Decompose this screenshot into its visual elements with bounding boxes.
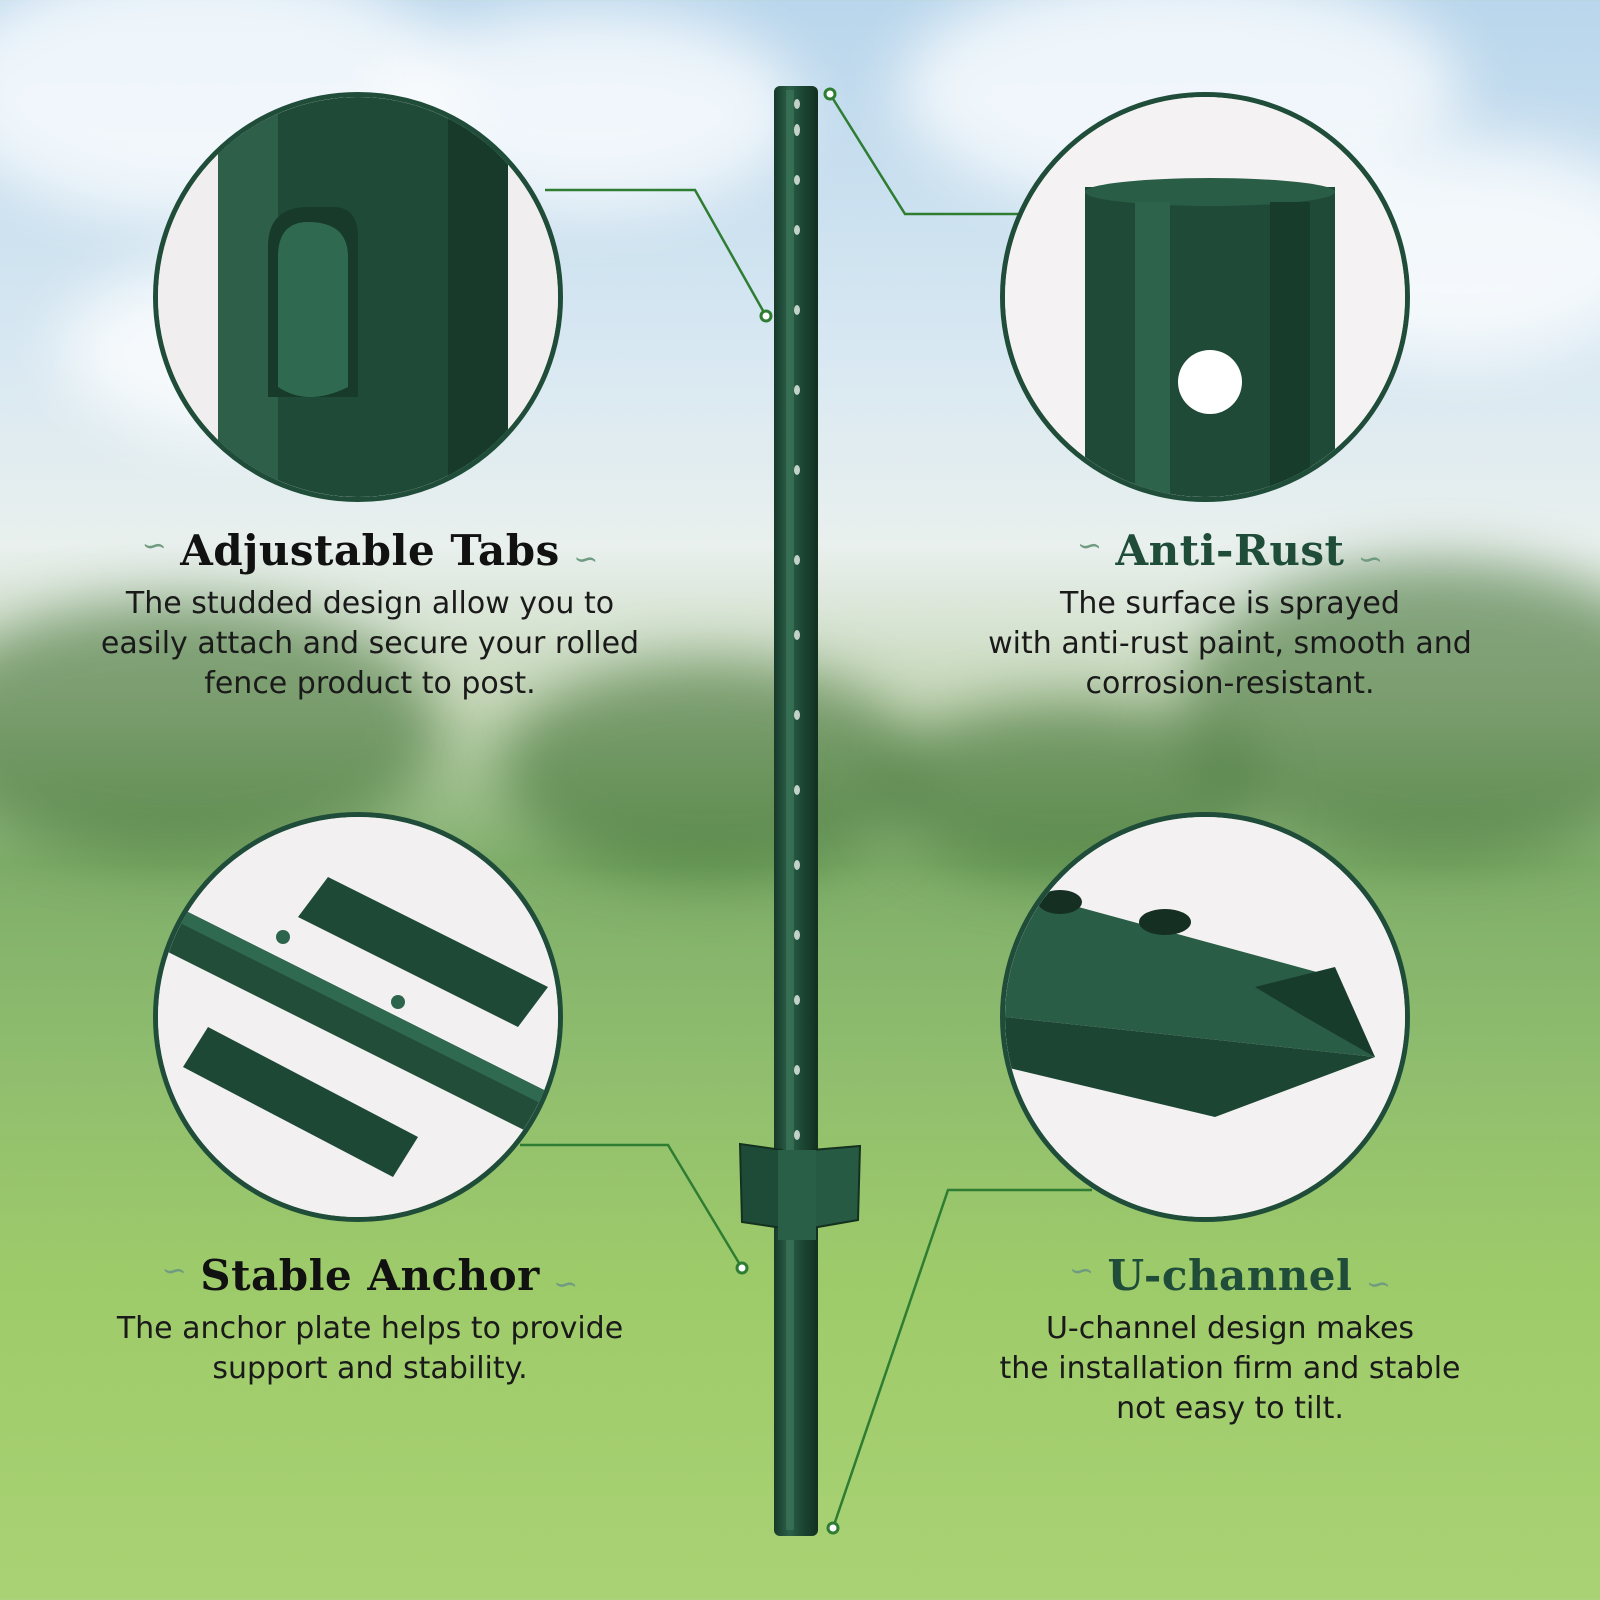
feature-title: Adjustable Tabs [180,526,560,575]
feature-stable-anchor: ∽ Stable Anchor ∽ The anchor plate helps… [40,1255,700,1389]
callout-line-tabs [545,188,768,317]
callout-line-rust [828,93,1018,216]
swirl-left-icon: ∽ [1068,1253,1095,1289]
feature-title-row: ∽ U-channel ∽ [1062,1251,1399,1302]
tab-closeup-image [153,92,563,502]
swirl-right-icon: ∽ [573,541,599,577]
anchor-plate-closeup-image [153,812,563,1222]
callout-dot-tabs [759,309,773,323]
feature-u-channel: ∽ U-channel ∽ U-channel design makes the… [900,1255,1560,1429]
feature-title: Anti-Rust [1115,526,1345,575]
feature-anti-rust: ∽ Anti-Rust ∽ The surface is sprayed wit… [900,530,1560,704]
feature-description: The surface is sprayed with anti-rust pa… [988,586,1472,701]
swirl-left-icon: ∽ [141,528,167,564]
feature-title-row: ∽ Stable Anchor ∽ [154,1251,586,1302]
swirl-right-icon: ∽ [1357,541,1384,577]
u-channel-closeup-image [1000,812,1410,1222]
feature-description: The studded design allow you to easily a… [100,586,640,701]
swirl-right-icon: ∽ [553,1266,579,1302]
swirl-right-icon: ∽ [1365,1266,1392,1302]
fence-post [774,86,818,1536]
swirl-left-icon: ∽ [161,1253,187,1289]
callout-dot-uchannel [826,1521,840,1535]
callout-line-anchor [520,1143,744,1269]
feature-description: The anchor plate helps to provide suppor… [116,1311,624,1386]
feature-title: Stable Anchor [200,1251,540,1300]
callout-dot-rust [823,87,837,101]
feature-description: U-channel design makes the installation … [999,1311,1461,1426]
feature-adjustable-tabs: ∽ Adjustable Tabs ∽ The studded design a… [40,530,700,704]
swirl-left-icon: ∽ [1076,528,1103,564]
feature-title-row: ∽ Adjustable Tabs ∽ [134,526,606,577]
anchor-plate [738,1142,862,1240]
feature-title: U-channel [1107,1251,1353,1300]
feature-title-row: ∽ Anti-Rust ∽ [1070,526,1391,577]
hole-closeup-image [1000,92,1410,502]
callout-dot-anchor [735,1261,749,1275]
